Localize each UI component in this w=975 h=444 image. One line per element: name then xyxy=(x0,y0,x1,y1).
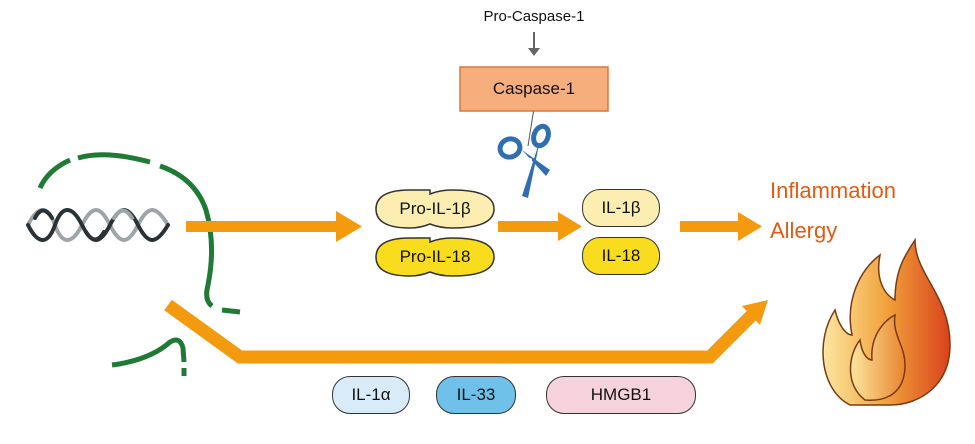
membrane-fragment-right xyxy=(221,307,241,315)
arrow-activation xyxy=(528,32,540,56)
pro-il1b-shape xyxy=(375,189,495,229)
cell-membrane xyxy=(37,152,241,376)
il33-pill: IL-33 xyxy=(436,376,516,414)
membrane-arc-bottom xyxy=(111,337,187,368)
arrow-mature-to-inflammation xyxy=(680,212,762,241)
pro-il18-label: Pro-IL-18 xyxy=(399,247,471,266)
caspase-label: Caspase-1 xyxy=(492,79,576,98)
arrow-alarmin-pathway xyxy=(164,299,768,364)
pro-caspase-label: Pro-Caspase-1 xyxy=(483,7,585,25)
il18-pill: IL-18 xyxy=(582,237,660,275)
caspase-box xyxy=(459,66,609,112)
arrow-dna-to-pro xyxy=(186,211,362,242)
allergy-label: Allergy xyxy=(770,218,838,243)
pro-il18-shape xyxy=(375,237,495,277)
inflammation-label: Inflammation xyxy=(770,178,896,203)
membrane-arc-top xyxy=(77,152,151,165)
membrane-arc-top-left xyxy=(37,157,72,190)
scissors-icon xyxy=(497,107,551,198)
pro-il1b-label: Pro-IL-1β xyxy=(399,199,471,218)
arrows xyxy=(164,211,768,364)
dna-helix-icon xyxy=(26,208,170,242)
il1b-pill: IL-1β xyxy=(582,189,660,227)
fire-icon xyxy=(822,237,951,406)
hmgb1-pill: HMGB1 xyxy=(546,376,696,414)
membrane-arc-right xyxy=(159,163,215,308)
arrow-pro-to-mature xyxy=(498,212,582,241)
il1a-pill: IL-1α xyxy=(332,376,410,414)
